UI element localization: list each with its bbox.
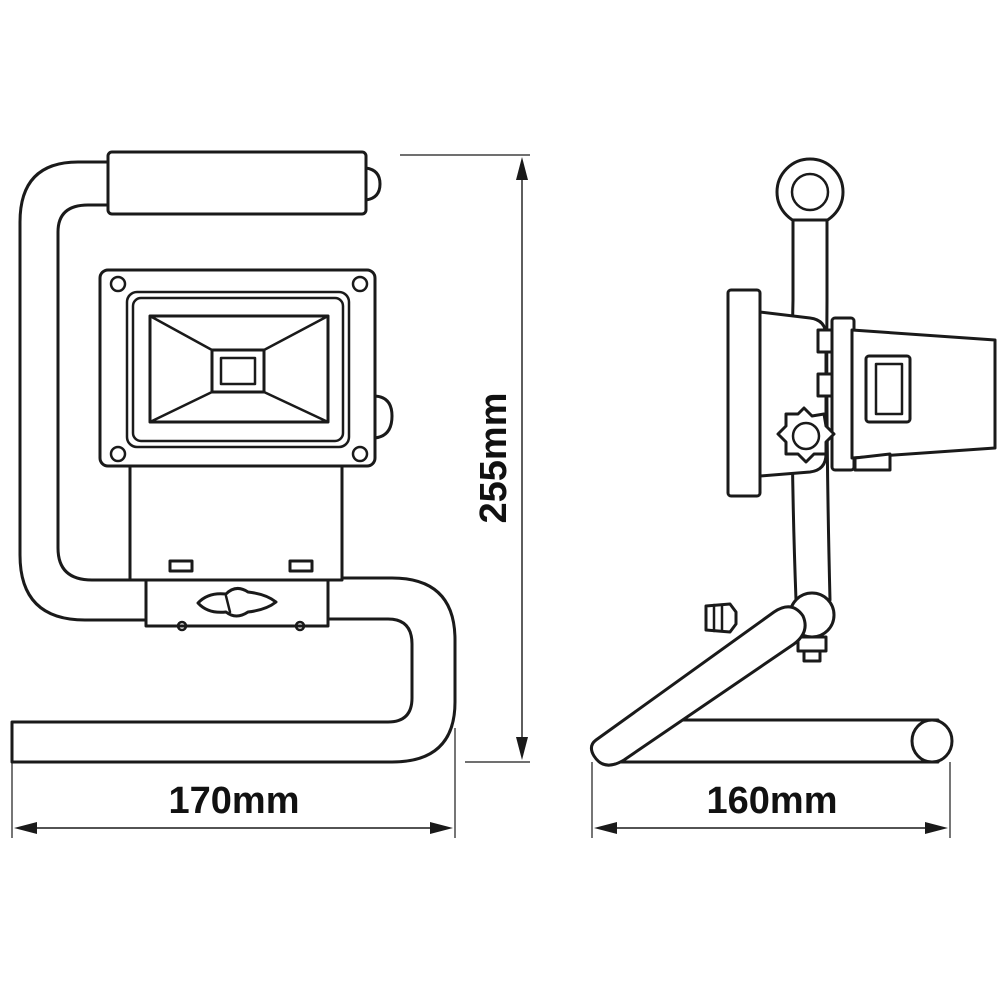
adjustment-knob: [196, 587, 278, 618]
side-depth-dimension: 160mm: [591, 762, 951, 838]
front-width-label: 170mm: [169, 780, 300, 822]
front-width-dimension: 170mm: [11, 728, 456, 838]
tilt-knob: [776, 406, 836, 464]
mounting-bracket: [128, 460, 344, 582]
front-view: [10, 150, 457, 764]
led-panel: [148, 314, 330, 424]
side-base-tubes: [589, 605, 954, 767]
side-view: [589, 157, 997, 767]
carry-handle: [106, 150, 382, 216]
base-plate: [144, 578, 330, 632]
height-dimension: 255mm: [400, 154, 530, 763]
side-handle-loop: [775, 157, 845, 227]
junction-box: [830, 316, 997, 472]
dimension-lines: 255mm 170mm 160mm: [11, 154, 951, 838]
side-housing: [726, 288, 834, 498]
height-label: 255mm: [473, 393, 515, 524]
side-depth-label: 160mm: [707, 780, 838, 822]
front-frame-tube: [10, 160, 457, 764]
